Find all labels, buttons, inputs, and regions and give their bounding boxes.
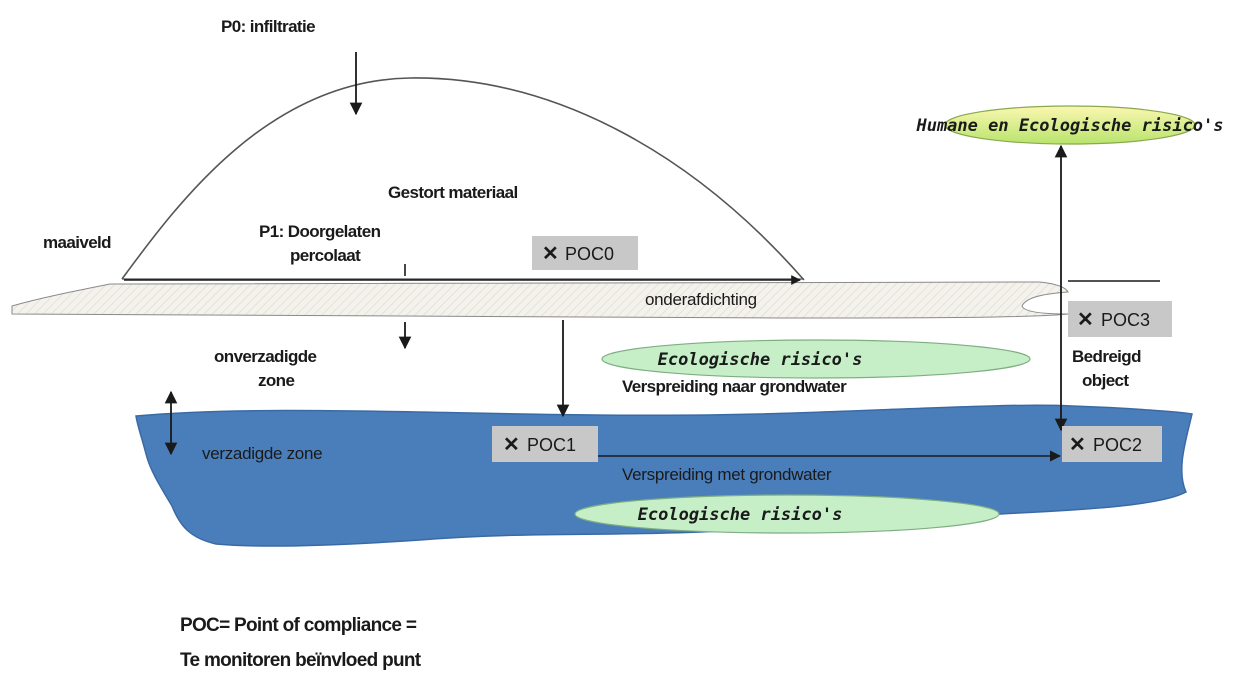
poc0-x-mark: ✕ [542,243,559,265]
poc0-label: POC0 [565,244,614,264]
bedreigd-label-line2: object [1082,371,1129,390]
legend-line1: POC= Point of compliance = [180,615,417,636]
p1-label-line1: P1: Doorgelaten [259,222,381,241]
eco-risk-text-lower: Ecologische risico's [638,505,843,525]
bedreigd-label-line1: Bedreigd [1072,347,1141,366]
poc1-marker: ✕ POC1 [492,426,598,462]
poc3-marker: ✕ POC3 [1068,301,1172,337]
verspreiding-naar-label: Verspreiding naar grondwater [622,377,847,396]
onverzadigde-label-line1: onverzadigde [214,347,317,366]
maaiveld-label: maaiveld [43,233,111,252]
poc3-x-mark: ✕ [1077,309,1094,331]
landfill-mound [121,77,805,281]
poc1-x-mark: ✕ [503,434,520,456]
poc2-marker: ✕ POC2 [1062,426,1162,462]
legend-line2: Te monitoren beïnvloed punt [180,650,422,671]
humane-risk-bubble [944,105,1196,145]
poc1-label: POC1 [527,435,576,455]
liner-layer [11,281,1069,319]
poc2-x-mark: ✕ [1069,434,1086,456]
onderafdichting-label: onderafdichting [645,290,757,309]
eco-risk-bubble-upper [601,339,1031,379]
poc2-label: POC2 [1093,435,1142,455]
poc3-label: POC3 [1101,310,1150,330]
poc0-marker: ✕ POC0 [532,236,638,270]
p1-label-line2: percolaat [290,246,361,265]
p0-label: P0: infiltratie [221,17,315,36]
verspreiding-met-label: Verspreiding met grondwater [622,465,832,484]
onverzadigde-label-line2: zone [258,371,294,390]
gestort-label: Gestort materiaal [388,183,518,202]
eco-risk-text-upper: Ecologische risico's [658,350,863,370]
eco-risk-bubble-lower [574,494,1000,534]
verzadigde-label: verzadigde zone [202,444,322,463]
humane-risk-text: Humane en Ecologische risico's [915,116,1223,136]
